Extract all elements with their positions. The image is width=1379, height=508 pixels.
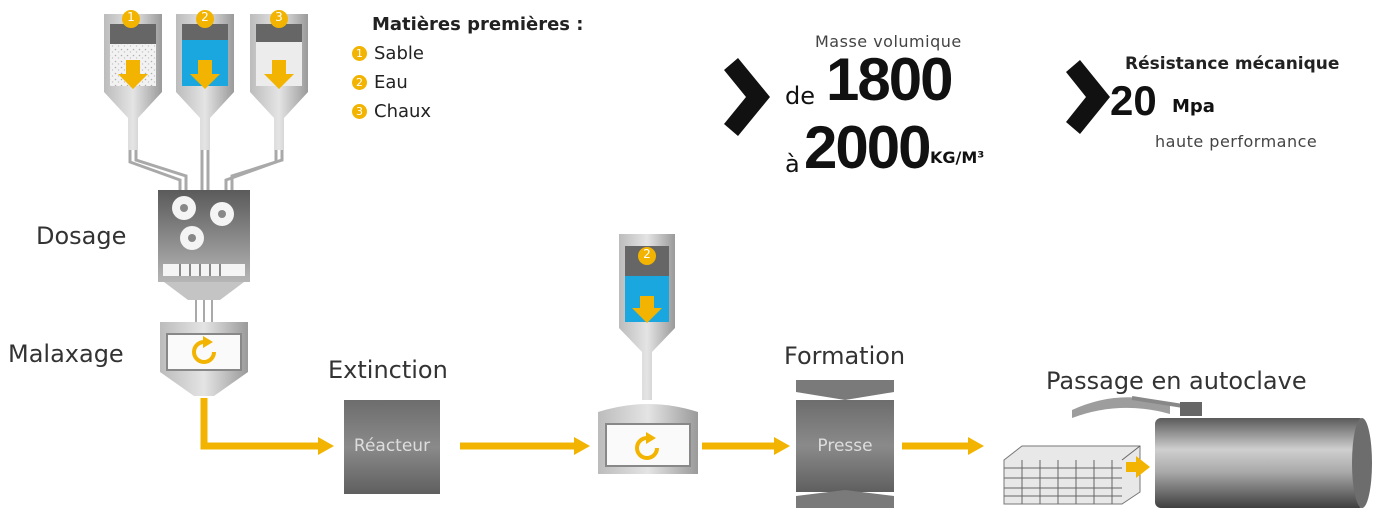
density-from-prefix: de [785,82,815,110]
hopper-water-2 [619,234,675,400]
chevron-right-icon [724,58,770,136]
legend-title: Matières premières : [372,14,584,35]
stage-label-dosage: Dosage [36,222,127,250]
hopper-badge-3: 3 [275,10,283,24]
strength-note: haute performance [1155,132,1318,151]
density-from-value: 1800 [826,46,953,113]
flow-arrowheads [318,437,984,455]
reactor-box [344,400,440,494]
number-badge: 1 [352,46,367,61]
legend-item-sand: 1 Sable [352,39,583,68]
block-pallet [1003,445,1141,505]
autoclave-unit [1003,396,1372,508]
hopper-lime [250,14,308,150]
legend-label: Chaux [374,101,432,122]
density-label: Masse volumique [815,32,962,51]
press-label: Presse [817,436,873,456]
strength-unit: Mpa [1172,96,1215,117]
legend-item-water: 2 Eau [352,68,583,97]
density-unit: KG/M³ [930,148,985,167]
density-to-prefix: à [785,150,800,178]
hopper-badge-2: 2 [201,10,209,24]
dosage-unit [158,190,250,300]
stage-label-extinction: Extinction [328,356,448,384]
chevron-right-icon [1066,60,1110,134]
arrow-down-icon [118,60,148,89]
number-badge: 3 [352,104,367,119]
hopper-sand [104,14,162,150]
stage-label-formation: Formation [784,342,906,370]
density-to-value: 2000 [804,114,931,181]
strength-value: 20 [1110,77,1157,124]
rotate-icon [635,432,659,460]
legend-label: Sable [374,43,424,64]
water-hopper-badge: 2 [643,247,651,261]
reactor-label: Réacteur [353,436,431,456]
hopper-badge-1: 1 [127,10,135,24]
mixer-unit-2 [598,404,698,474]
stage-label-autoclave: Passage en autoclave [1046,367,1307,395]
feed-pipes [128,150,284,190]
raw-materials-legend: Matières premières : 1 Sable 2 Eau 3 Cha… [352,14,583,126]
stage-label-malaxage: Malaxage [8,340,124,368]
legend-item-lime: 3 Chaux [352,97,583,126]
mixer-unit [160,322,248,396]
number-badge: 2 [352,75,367,90]
strength-label: Résistance mécanique [1125,54,1340,74]
hopper-water [176,14,234,150]
legend-label: Eau [374,72,408,93]
press-unit [796,380,894,508]
flow-line [200,398,968,450]
arrow-down-icon [190,60,220,89]
arrow-down-icon [264,60,294,89]
arrow-down-icon [632,296,662,323]
rotate-icon [192,336,216,364]
